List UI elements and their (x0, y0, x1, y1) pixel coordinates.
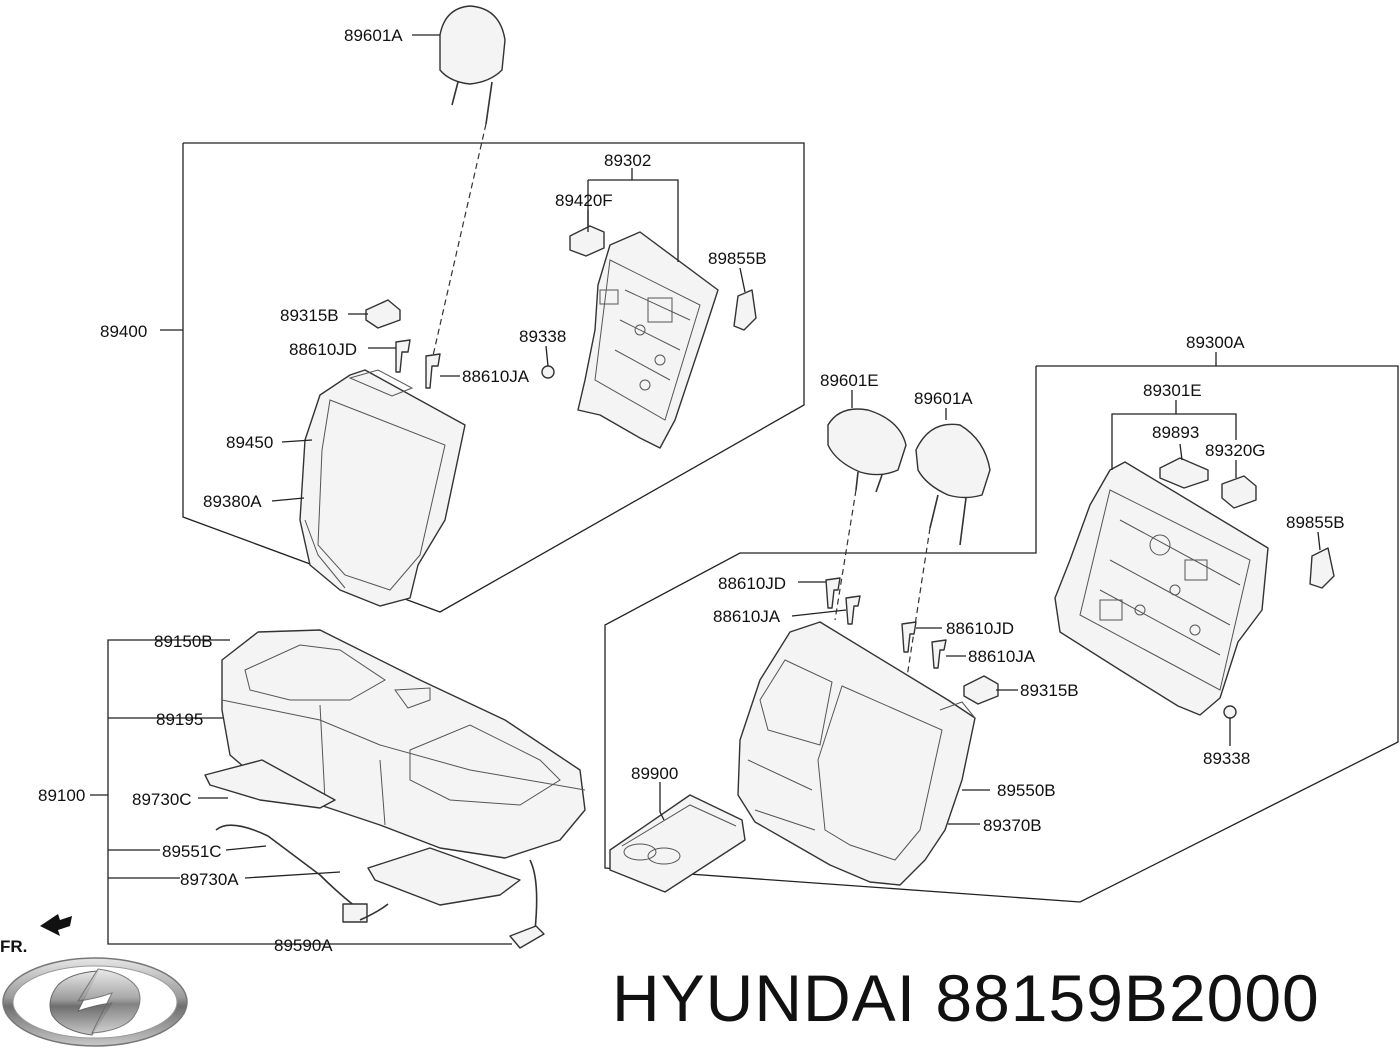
callout-89338-right: 89338 (1203, 749, 1250, 768)
callout-89315B-right: 89315B (1020, 681, 1079, 700)
guide-88610JA-mid (845, 595, 861, 625)
callout-89400: 89400 (100, 322, 147, 341)
seatback-frame-right (1054, 461, 1269, 716)
callout-89730A: 89730A (180, 870, 239, 889)
clip-89320G (1221, 475, 1257, 509)
callout-89420F: 89420F (555, 191, 613, 210)
callout-88610JD-right: 88610JD (946, 619, 1014, 638)
lower-left-cushion (90, 629, 586, 949)
headrest-89601A-top (431, 5, 506, 361)
bolt-89338-top (541, 365, 555, 379)
seatback-89370B (737, 621, 976, 886)
latch-89855B-top (733, 289, 757, 331)
callout-89855B-top: 89855B (708, 249, 767, 268)
callout-89320G: 89320G (1205, 441, 1266, 460)
callout-89100: 89100 (38, 786, 85, 805)
brand-caption: HYUNDAI 88159B2000 (612, 960, 1320, 1036)
callout-89301E: 89301E (1143, 381, 1202, 400)
callout-labels: 89601A 89302 89420F 89855B 89400 89315B … (38, 26, 1345, 955)
callout-89450: 89450 (226, 433, 273, 452)
sensor-89590A (509, 925, 545, 949)
callout-89302: 89302 (604, 151, 651, 170)
brand-name: HYUNDAI (612, 961, 917, 1035)
armrest-89900 (609, 794, 746, 893)
callout-89370B: 89370B (983, 816, 1042, 835)
bolt-89338-right (1223, 705, 1237, 719)
callout-88610JD-top: 88610JD (289, 340, 357, 359)
guide-88610JA-right (931, 639, 947, 669)
callout-89601E: 89601E (820, 371, 879, 390)
callout-89855B-right: 89855B (1286, 513, 1345, 532)
callout-88610JA-top: 88610JA (462, 367, 530, 386)
cover-89315B-top (365, 299, 401, 329)
clip-89420F (569, 225, 605, 257)
callout-89601A-top: 89601A (344, 26, 403, 45)
cover-89315B-right (963, 675, 999, 705)
pad-89730A (367, 847, 521, 906)
callout-89338-top: 89338 (519, 327, 566, 346)
callout-89893: 89893 (1152, 423, 1199, 442)
cushion-89195 (221, 629, 586, 859)
callout-89300A: 89300A (1186, 333, 1245, 352)
latch-89855B-right (1309, 547, 1335, 589)
callout-89590A: 89590A (274, 936, 333, 955)
right-assembly (604, 352, 1399, 903)
seatback-89380A (299, 369, 466, 607)
callout-89601A-mid: 89601A (914, 389, 973, 408)
callout-89195: 89195 (156, 710, 203, 729)
callout-89551C: 89551C (162, 842, 222, 861)
guide-88610JA-top (425, 353, 441, 389)
pad-89730C (204, 759, 336, 809)
guide-88610JD-mid (825, 577, 841, 609)
headrest-89601A-mid (904, 423, 991, 691)
callout-89900: 89900 (631, 764, 678, 783)
callout-89380A: 89380A (203, 492, 262, 511)
guide-88610JD-right (901, 621, 917, 653)
part-number: 88159B2000 (935, 961, 1320, 1035)
callout-89550B: 89550B (997, 781, 1056, 800)
guide-88610JD-top (395, 339, 411, 373)
callout-89150B: 89150B (154, 632, 213, 651)
callout-89315B-top: 89315B (280, 306, 339, 325)
callout-88610JA-mid: 88610JA (713, 607, 781, 626)
headrest-89601E (827, 408, 907, 621)
callout-88610JD-mid: 88610JD (718, 574, 786, 593)
upper-left-assembly (160, 5, 805, 613)
callout-88610JA-right: 88610JA (968, 647, 1036, 666)
seatback-frame-upper (577, 231, 719, 449)
callout-89730C: 89730C (132, 790, 192, 809)
cover-89893 (1159, 457, 1209, 489)
hyundai-logo-icon (2, 957, 188, 1047)
fr-label: FR. (0, 937, 27, 956)
harness-89551C (215, 824, 538, 931)
front-direction-marker: FR. (0, 914, 72, 956)
